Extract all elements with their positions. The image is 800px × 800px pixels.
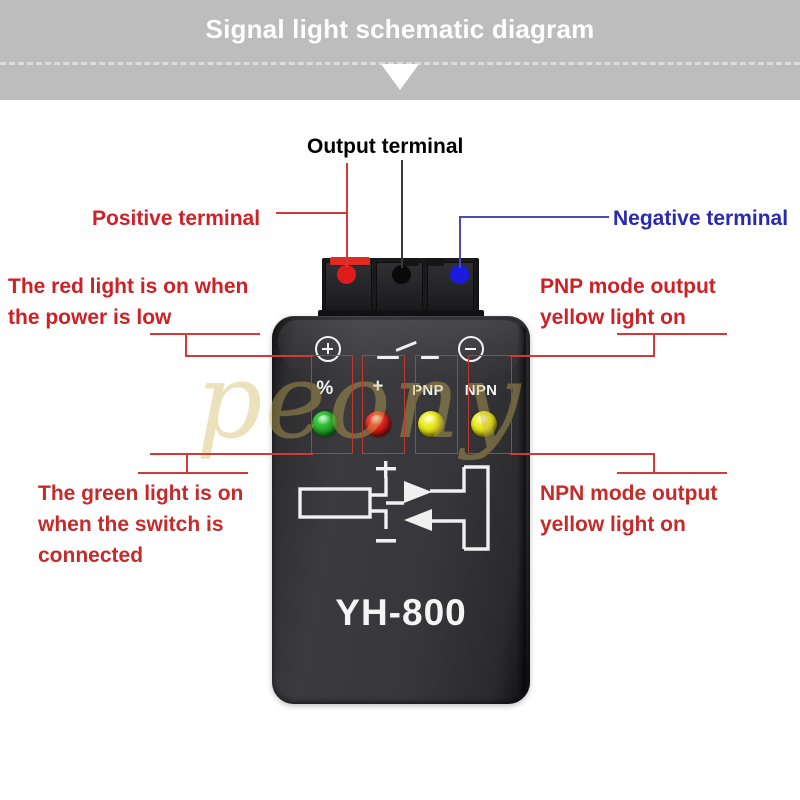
led-percent-green — [312, 411, 338, 437]
banner-divider — [0, 62, 800, 65]
green-light-leader-v — [186, 453, 188, 473]
npn-leader-v — [653, 453, 655, 473]
red-light-leader-h — [185, 355, 313, 357]
red-light-underline — [150, 333, 260, 335]
led-label-npn: NPN — [464, 382, 498, 399]
header-banner: Signal light schematic diagram — [0, 0, 800, 100]
terminal-nub — [426, 258, 444, 266]
device-model-name: YH-800 — [335, 592, 467, 633]
pnp-leader-h — [510, 355, 655, 357]
npn-leader-h — [510, 453, 655, 455]
led-label-percent: % — [316, 378, 334, 399]
callout-red-light: The red light is on when the power is lo… — [8, 275, 249, 330]
callout-green-light: The green light is on when the switch is… — [38, 482, 244, 568]
callout-output-terminal: Output terminal — [307, 135, 464, 158]
green-light-leader-h — [150, 453, 313, 455]
body-edge-shadow — [517, 326, 526, 694]
negative-terminal-leader — [459, 216, 609, 218]
callout-positive-terminal: Positive terminal — [92, 207, 261, 230]
callout-pnp-mode: PNP mode output yellow light on — [540, 275, 716, 330]
page-title: Signal light schematic diagram — [205, 14, 595, 44]
positive-terminal-dot — [337, 265, 356, 284]
callout-negative-terminal: Negative terminal — [613, 207, 789, 230]
plus-circle-icon — [315, 336, 341, 362]
output-terminal-dot — [392, 265, 411, 284]
led-label-plus: + — [372, 376, 384, 397]
terminal-nub — [401, 258, 419, 266]
pnp-underline — [617, 333, 727, 335]
connector-base — [318, 310, 484, 320]
highlight-box-npn-led — [468, 355, 512, 454]
highlight-box-pnp-led — [415, 355, 458, 454]
circuit-schematic-icon — [298, 461, 490, 551]
highlight-box-green-led — [311, 355, 353, 454]
minus-circle-icon — [458, 336, 484, 362]
chevron-down-icon — [381, 64, 419, 90]
switch-icon — [377, 340, 439, 360]
green-light-underline — [138, 472, 248, 474]
npn-underline — [617, 472, 727, 474]
positive-terminal-leader-stem — [346, 163, 348, 267]
positive-terminal-red-tab — [330, 257, 370, 265]
red-light-leader-v — [185, 333, 187, 355]
pnp-leader-v — [653, 333, 655, 356]
negative-terminal-leader-stem — [459, 216, 461, 268]
led-plus-red — [365, 411, 391, 437]
negative-terminal-dot — [450, 265, 469, 284]
led-npn-yellow — [471, 411, 497, 437]
callout-npn-mode: NPN mode output yellow light on — [540, 482, 718, 537]
led-label-pnp: PNP — [412, 382, 444, 399]
led-pnp-yellow — [418, 411, 444, 437]
positive-terminal-leader — [276, 212, 346, 214]
output-terminal-leader-stem — [401, 160, 403, 268]
highlight-box-red-led — [362, 355, 405, 454]
